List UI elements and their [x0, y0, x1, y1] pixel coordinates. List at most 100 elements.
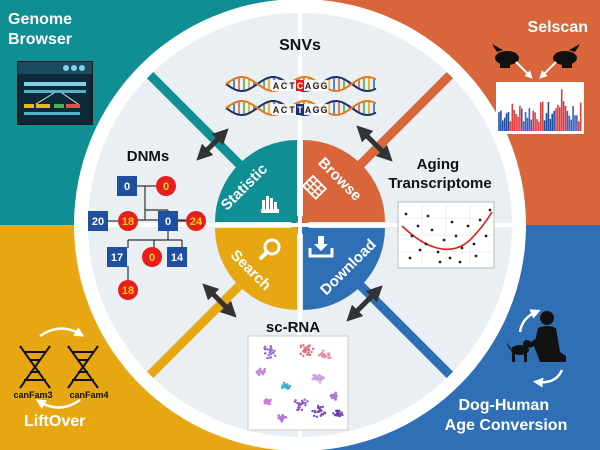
genome-browser-title-2: Browser — [8, 31, 72, 48]
dog-head-icon-1 — [492, 44, 519, 68]
scrna-umap-clusters — [255, 344, 344, 423]
umap-cell — [320, 409, 323, 413]
snv-letter-bg — [288, 80, 297, 91]
snv-letter: C — [281, 81, 288, 91]
snv-highlight — [296, 80, 305, 91]
umap-cell — [277, 414, 281, 417]
umap-cell — [299, 352, 303, 356]
helix-strand — [225, 99, 377, 117]
snv-letter-bg — [280, 80, 289, 91]
umap-cell — [323, 412, 327, 415]
age-conversion-title-1: Dog-Human — [458, 397, 549, 414]
snvs-title: SNVs — [279, 37, 321, 54]
arrow-snvs — [356, 125, 393, 162]
pedigree-male-gen1 — [117, 176, 137, 196]
umap-cell — [334, 398, 338, 401]
umap-cell — [311, 410, 314, 413]
sector-statistic[interactable] — [215, 140, 297, 222]
umap-cell — [319, 406, 322, 409]
umap-cell — [258, 373, 261, 376]
umap-cell — [263, 347, 267, 351]
snv-highlight — [296, 104, 305, 115]
umap-cell — [268, 348, 272, 352]
dog-head-icon-2 — [553, 44, 580, 68]
canfam3-label: canFam3 — [13, 390, 52, 400]
pedigree-label-gen3-1: 0 — [149, 252, 155, 264]
umap-cell — [316, 376, 320, 380]
umap-cell — [321, 405, 324, 409]
umap-cell — [269, 400, 272, 403]
aging-dot — [484, 234, 488, 238]
umap-cell — [281, 417, 285, 420]
aging-dot — [438, 260, 442, 264]
aging-dot — [426, 214, 430, 218]
selscan-arrow-right — [539, 61, 557, 79]
umap-cell — [264, 352, 267, 355]
umap-cell — [336, 412, 340, 415]
umap-cell — [304, 403, 307, 407]
umap-cell — [319, 414, 322, 418]
umap-cell — [340, 411, 343, 415]
pedigree-lines — [127, 185, 186, 282]
umap-cell — [332, 412, 335, 415]
pedigree-label-gen2-3: 24 — [190, 216, 203, 228]
umap-cell — [314, 411, 317, 414]
umap-cell — [306, 353, 309, 356]
umap-cell — [306, 345, 309, 349]
pedigree-female-gen2-a — [118, 211, 138, 231]
umap-cell — [269, 344, 273, 348]
aging-dot — [472, 242, 476, 246]
snv-letter: T — [289, 105, 295, 115]
pedigree-label-gen1-0: 0 — [124, 181, 130, 193]
umap-cell — [280, 386, 284, 390]
umap-cell — [322, 376, 325, 380]
statistic-hand-icon — [261, 196, 279, 213]
umap-cell — [269, 353, 273, 356]
svg-text:Dog-Human Age Conversion: Dog-Human Age Conversion — [445, 397, 568, 434]
umap-cell — [273, 349, 276, 353]
scrna-umap-plot — [247, 335, 349, 431]
sector-browse[interactable] — [303, 140, 385, 222]
umap-cell — [329, 356, 332, 359]
snv-letter: A — [305, 81, 312, 91]
umap-cell — [310, 350, 313, 354]
aging-dot — [410, 234, 414, 238]
dna-icon-canfam3 — [19, 345, 51, 389]
aging-title-1: Aging — [417, 156, 460, 173]
search-magnifier-icon — [259, 238, 281, 260]
genome-browser-title-1: Genome — [8, 11, 72, 28]
arrow-liftover — [202, 283, 237, 318]
umap-cell — [293, 400, 297, 404]
umap-cell — [327, 354, 331, 357]
aging-dot — [488, 208, 492, 212]
selscan-arrow-left — [515, 61, 533, 79]
liftover-arrow-bottom — [35, 398, 81, 409]
umap-cell — [287, 386, 291, 390]
snv-letter: T — [297, 105, 303, 115]
snv-letter: A — [273, 105, 280, 115]
umap-cell — [316, 379, 319, 382]
aging-title-2: Transcriptome — [388, 175, 491, 192]
snv-letter: A — [273, 81, 280, 91]
aging-scatter-dots — [404, 208, 492, 264]
umap-cell — [300, 408, 304, 412]
umap-cell — [317, 354, 320, 357]
aging-scatter-plot — [397, 201, 495, 269]
umap-cell — [297, 408, 300, 412]
umap-cell — [333, 394, 336, 398]
umap-cell — [302, 350, 305, 353]
umap-cell — [313, 378, 317, 381]
liftover-arrow-top — [39, 327, 85, 338]
sector-search[interactable] — [215, 228, 297, 310]
umap-cell — [341, 413, 344, 417]
aging-dot — [458, 260, 462, 264]
umap-cell — [338, 414, 342, 418]
aging-dot — [408, 256, 412, 260]
umap-cell — [264, 401, 267, 404]
umap-cell — [270, 348, 274, 352]
umap-cell — [288, 384, 292, 388]
snv-letter: C — [297, 81, 304, 91]
snv-letter-bg — [280, 104, 289, 115]
umap-cell — [313, 414, 316, 418]
